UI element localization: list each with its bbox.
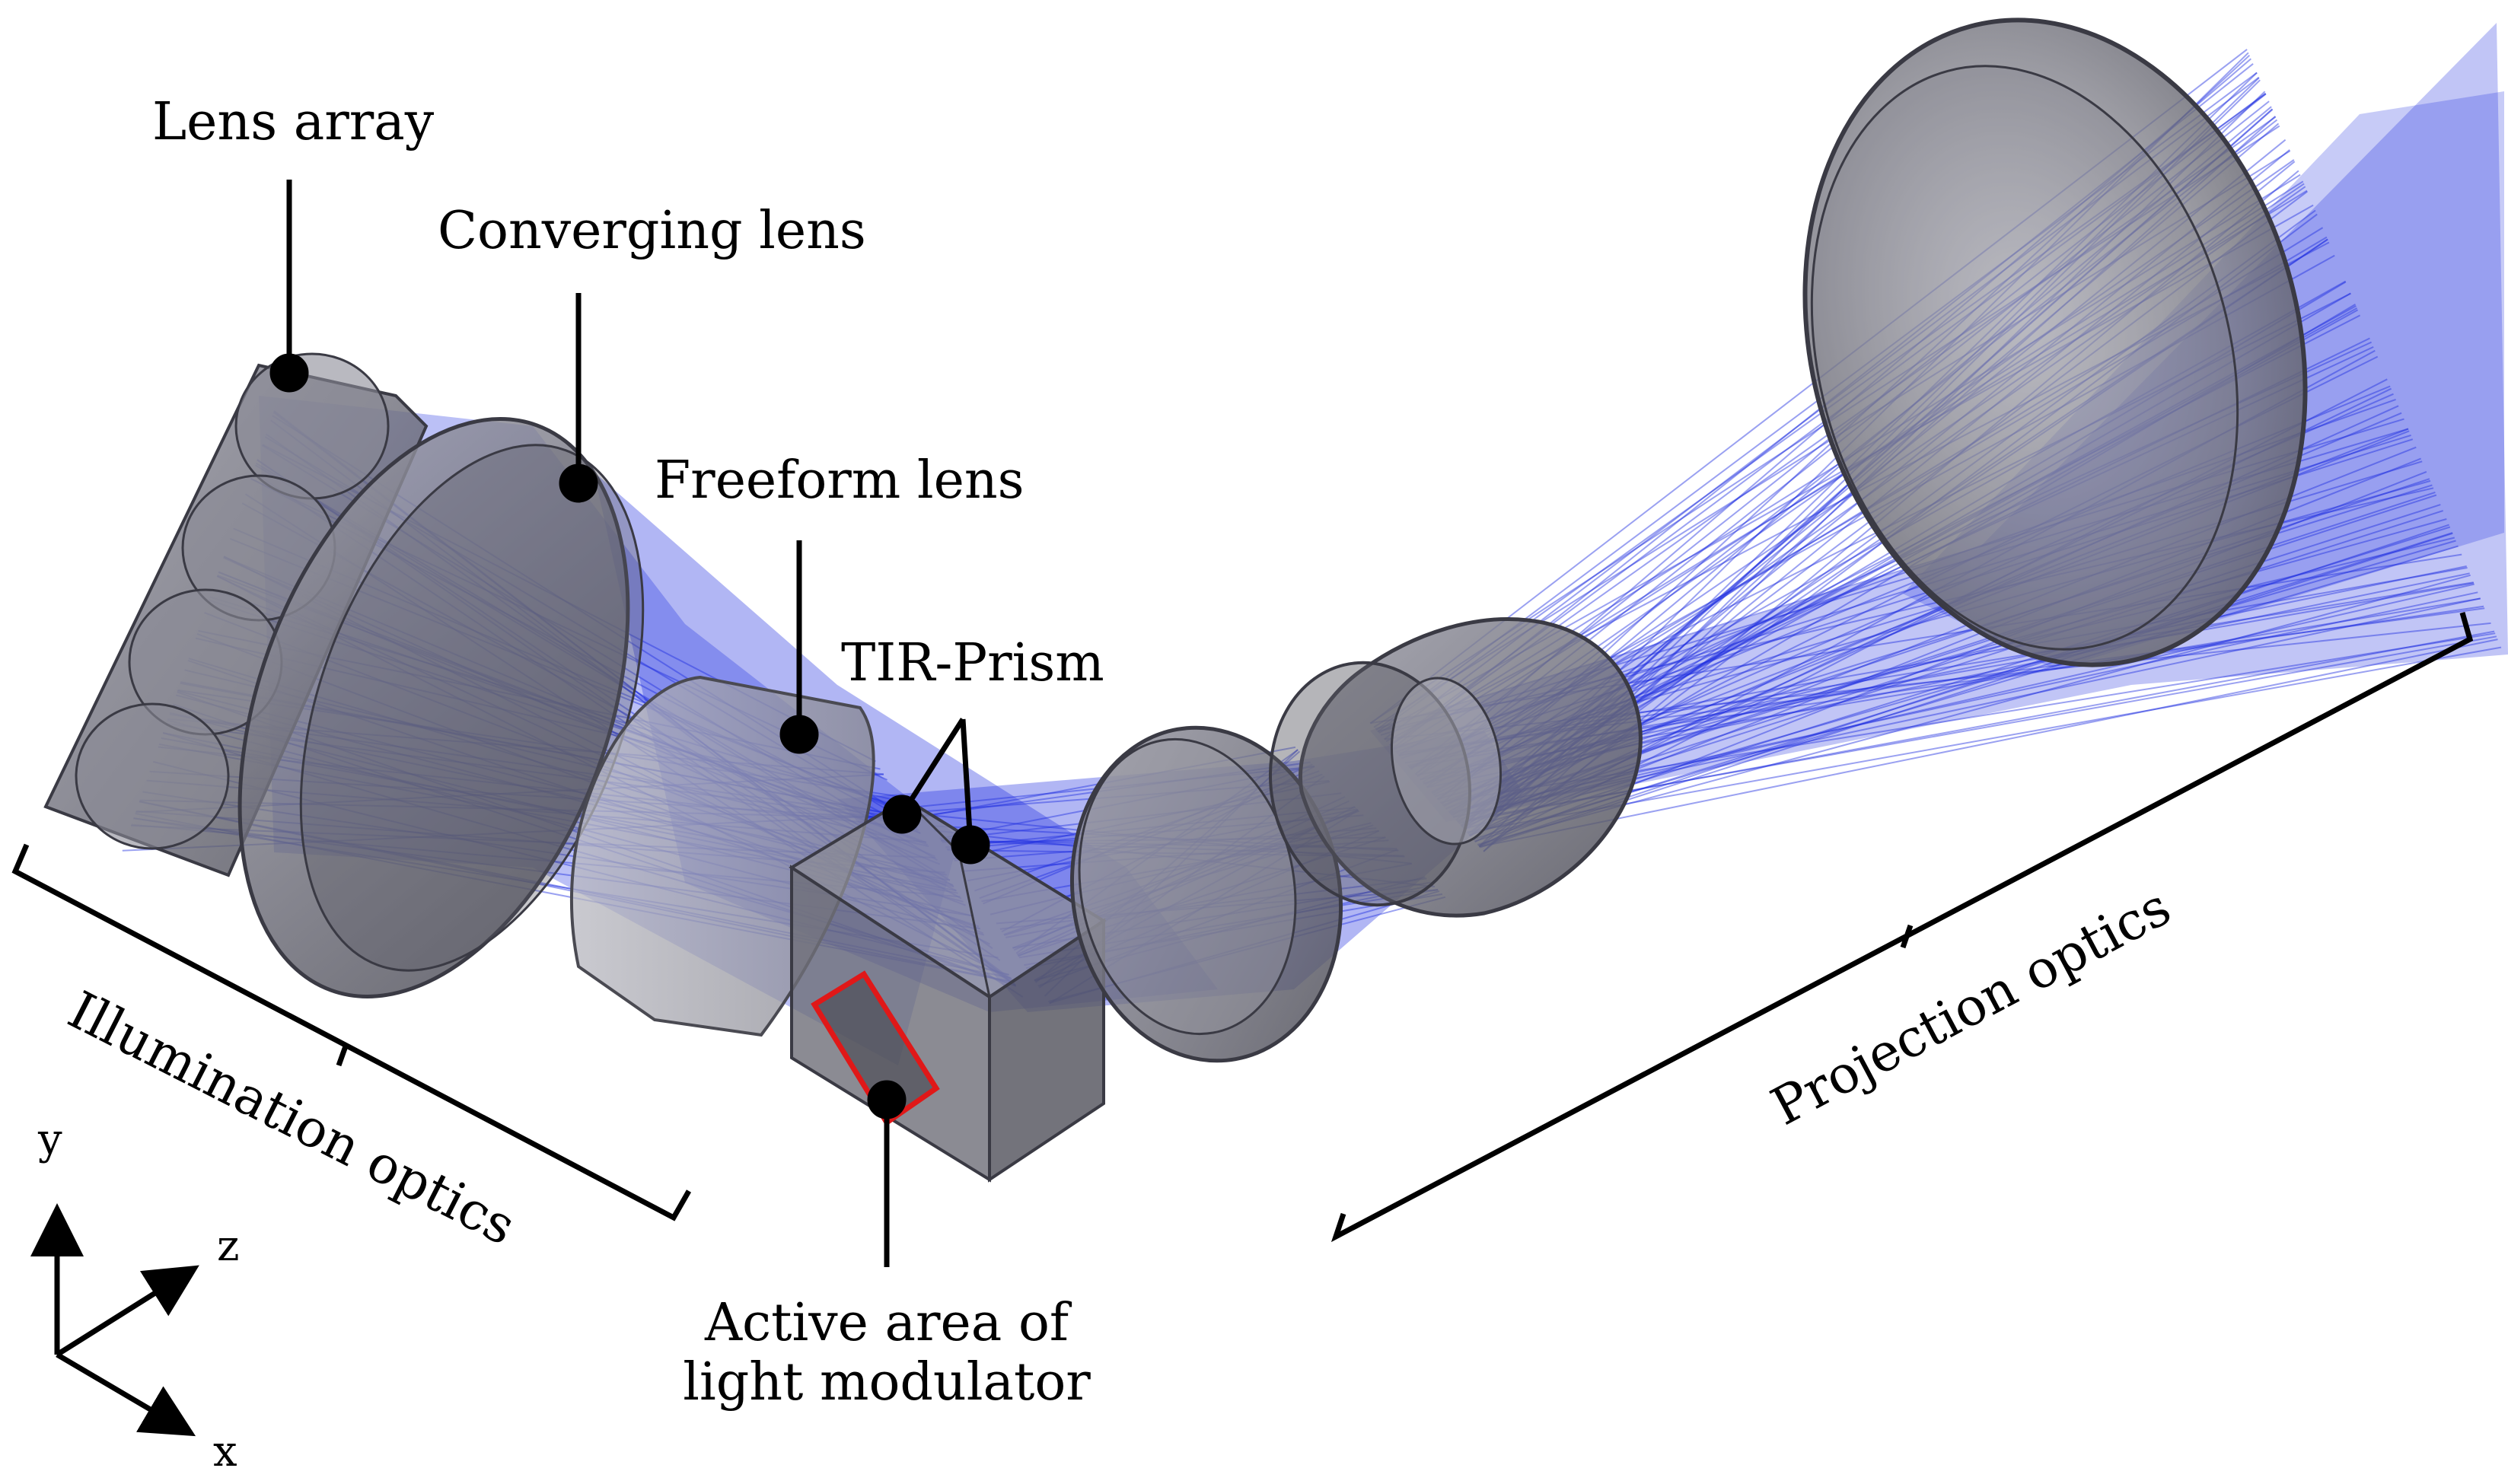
tir-prism-dot-2 — [951, 825, 990, 865]
illumination-bracket — [11, 843, 692, 1221]
lens-array-dot — [269, 353, 309, 393]
ray-line — [1466, 646, 2502, 833]
active-area-dot — [867, 1080, 907, 1119]
active-area-label-line2: light modulator — [683, 1352, 1091, 1413]
projection-lens-2-shape — [1268, 617, 1643, 918]
freeform-lens-dot — [779, 715, 819, 754]
ray-line — [1478, 524, 2449, 848]
converging-lens-shape — [237, 417, 645, 998]
ray-line — [1477, 574, 2471, 845]
projection-bracket — [1330, 612, 2474, 1243]
active-area-label: Active area of light modulator — [674, 1293, 1100, 1413]
large-projection-lens-shape — [1802, 18, 2308, 667]
tir-prism-dot-1 — [882, 795, 922, 834]
lens-array-shape — [43, 352, 429, 877]
ray-line — [1479, 639, 2498, 848]
x-axis-label: x — [213, 1427, 237, 1476]
lens-array-label: Lens array — [152, 92, 435, 152]
active-area-label-line1: Active area of — [704, 1293, 1069, 1353]
tir-prism-label: TIR-Prism — [841, 633, 1104, 693]
z-axis-arrow — [56, 1265, 199, 1357]
active-area-highlight — [811, 970, 940, 1126]
y-axis-label: y — [38, 1115, 62, 1164]
converging-lens-label: Converging lens — [438, 201, 866, 261]
ray-line — [1480, 532, 2453, 849]
x-axis-arrow — [56, 1352, 196, 1437]
freeform-lens-label: Freeform lens — [655, 451, 1025, 511]
z-axis-label: z — [217, 1221, 240, 1271]
ray-line — [1472, 545, 2459, 840]
ray-line — [1474, 532, 2453, 842]
converging-lens-dot — [559, 463, 598, 503]
tir-prism-leader-2 — [960, 718, 974, 845]
